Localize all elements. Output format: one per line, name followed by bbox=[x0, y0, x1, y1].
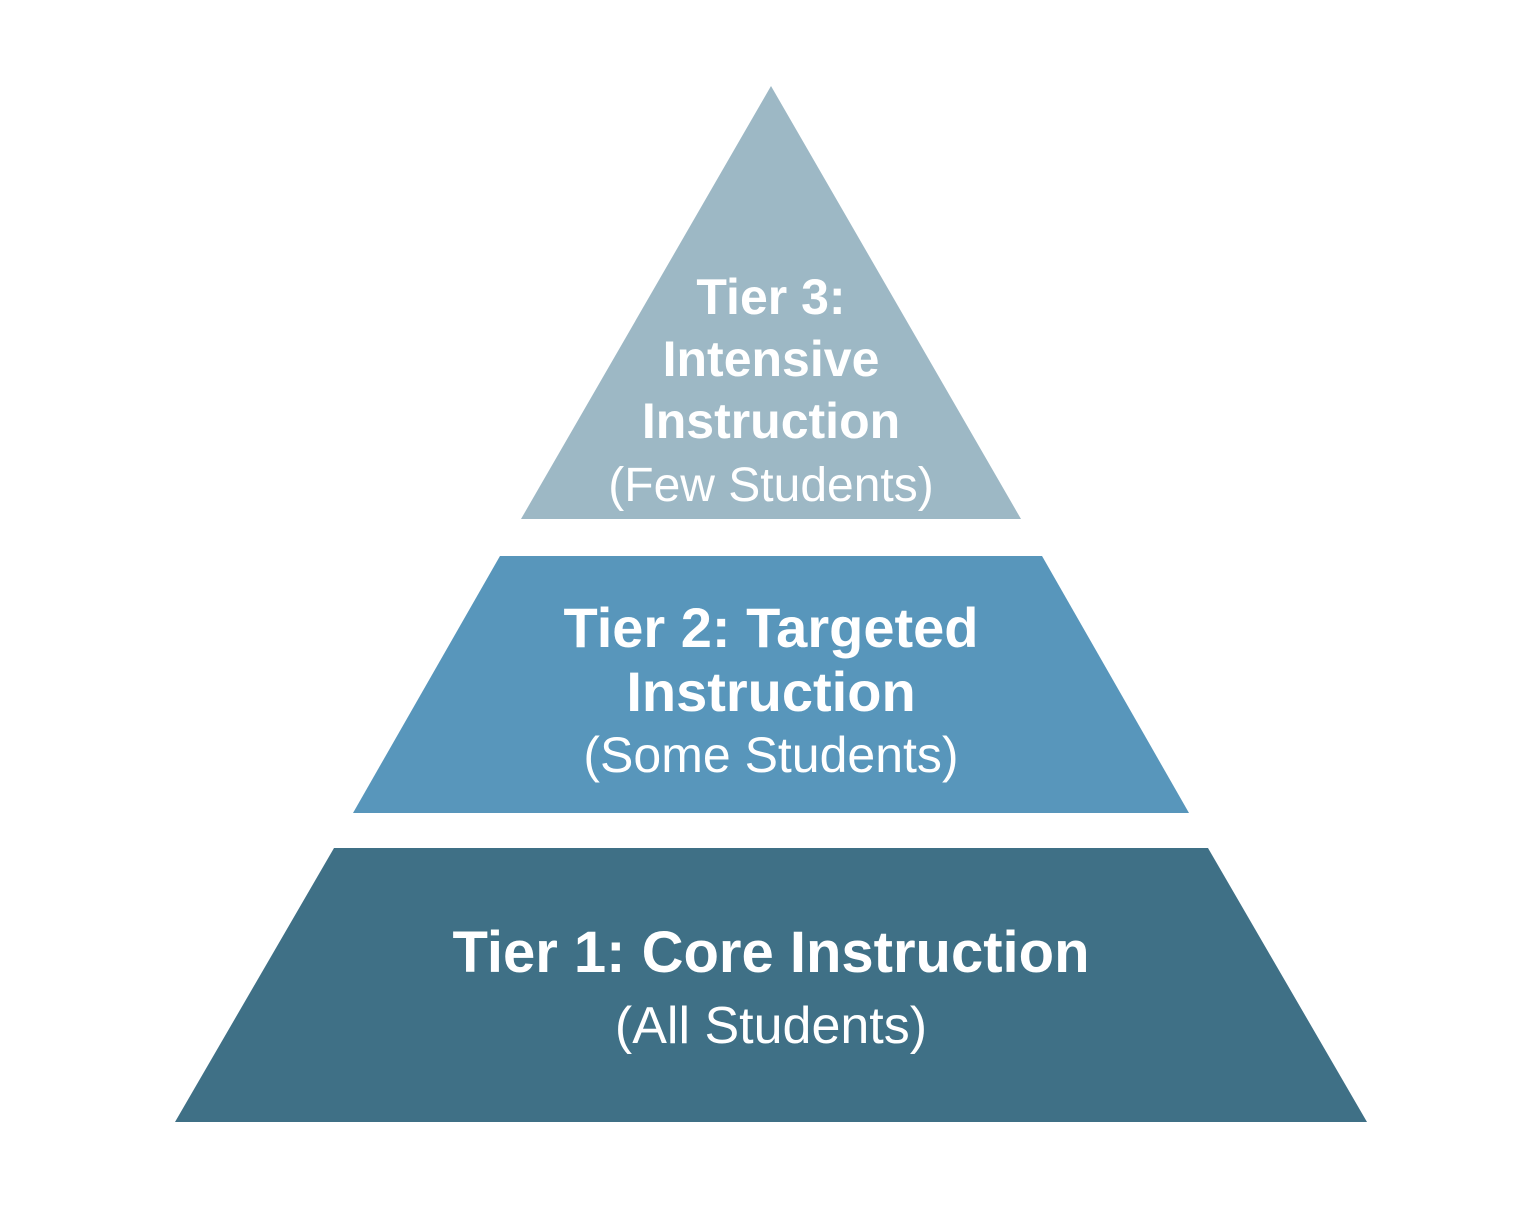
tier2-shape bbox=[353, 556, 1189, 813]
tier3-title-line: Intensive bbox=[662, 331, 880, 387]
tier3-label: Tier 3: Intensive Instruction (Few Stude… bbox=[521, 266, 1021, 514]
tier1-subtitle: (All Students) bbox=[614, 997, 928, 1055]
tier1-shape bbox=[175, 848, 1367, 1122]
tier2-label: Tier 2: Targeted Instruction (Some Stude… bbox=[353, 596, 1189, 780]
tier2-subtitle: (Some Students) bbox=[583, 727, 959, 783]
tier2-title-line: Instruction bbox=[626, 660, 916, 723]
tier3-subtitle: (Few Students) bbox=[608, 459, 934, 512]
tier1-title-line: Tier 1: Core Instruction bbox=[452, 920, 1090, 985]
tier3-title-line: Tier 3: bbox=[696, 269, 846, 325]
tier1-label: Tier 1: Core Instruction (All Students) bbox=[175, 920, 1367, 1055]
tier2-title-line: Tier 2: Targeted bbox=[563, 596, 979, 659]
tier3-title-line: Instruction bbox=[641, 393, 901, 449]
